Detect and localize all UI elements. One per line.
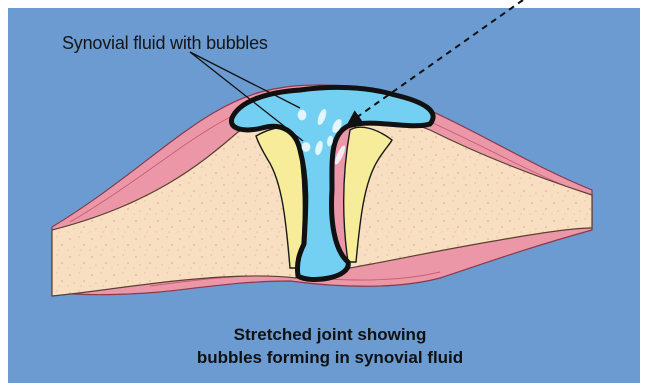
caption-line-2: bubbles forming in synovial fluid	[60, 346, 600, 369]
caption: Stretched joint showing bubbles forming …	[60, 323, 600, 369]
bubble-icon	[302, 143, 310, 152]
bubble-icon	[298, 110, 306, 120]
fluid-label: Synovial fluid with bubbles	[62, 33, 268, 54]
caption-line-1: Stretched joint showing	[60, 323, 600, 346]
